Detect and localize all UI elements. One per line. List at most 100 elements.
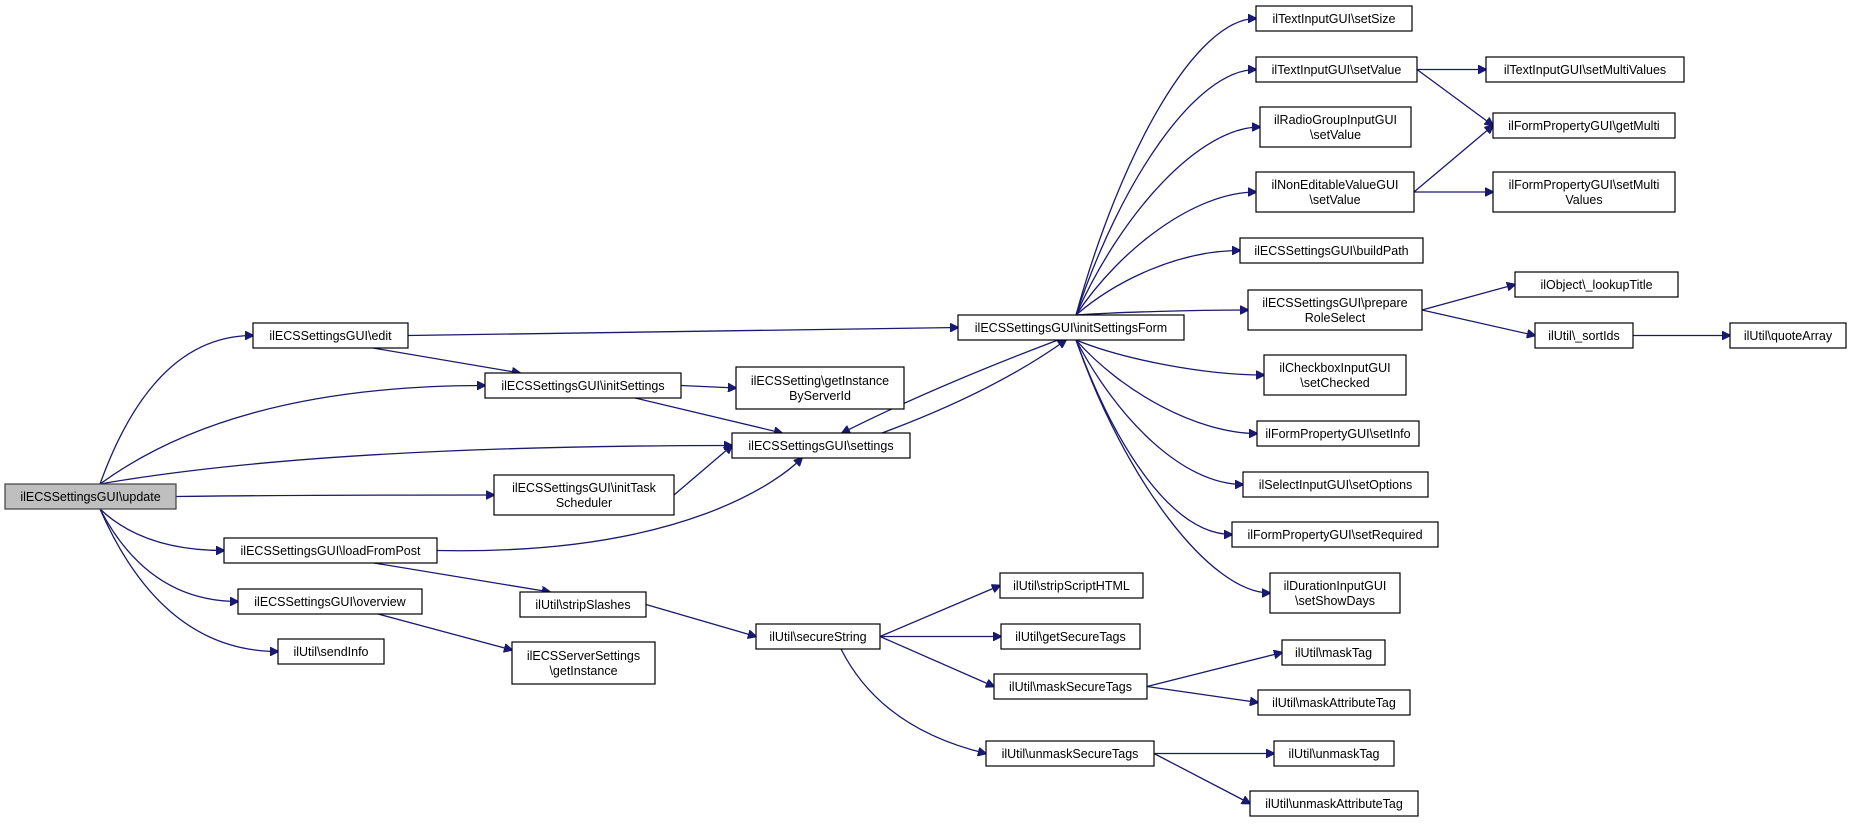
node-box xyxy=(519,591,647,618)
node-box xyxy=(1485,56,1685,83)
edge-update-to-init-task-scheduler xyxy=(175,495,494,497)
node-settings[interactable]: ilECSSettingsGUI\settings xyxy=(731,432,911,459)
node-label: Scheduler xyxy=(556,496,612,510)
node-load-from-post[interactable]: ilECSSettingsGUI\loadFromPost xyxy=(223,537,438,564)
node-unmask-attribute-tag[interactable]: ilUtil\unmaskAttributeTag xyxy=(1249,790,1419,817)
node-box xyxy=(1257,689,1411,716)
edge-init-settings-form-to-set-options xyxy=(1075,339,1243,485)
edge-init-settings-form-to-checkbox-set-checked xyxy=(1075,339,1264,375)
node-box xyxy=(493,474,675,516)
node-radio-set-value[interactable]: ilRadioGroupInputGUI\setValue xyxy=(1259,106,1412,148)
edge-mask-secure-tags-to-mask-tag xyxy=(1146,653,1282,688)
node-box xyxy=(1256,420,1420,447)
node-set-options[interactable]: ilSelectInputGUI\setOptions xyxy=(1242,471,1429,498)
node-label: ilTextInputGUI\setMultiValues xyxy=(1504,63,1666,77)
node-label: ilUtil\_sortIds xyxy=(1548,329,1620,343)
node-label: ilObject\_lookupTitle xyxy=(1540,278,1652,292)
node-strip-slashes[interactable]: ilUtil\stripSlashes xyxy=(519,591,647,618)
node-box xyxy=(1239,237,1424,264)
edge-edit-to-init-settings xyxy=(372,347,520,373)
node-box xyxy=(735,366,905,410)
node-init-settings-form[interactable]: ilECSSettingsGUI\initSettingsForm xyxy=(957,314,1185,341)
node-unmask-tag[interactable]: ilUtil\unmaskTag xyxy=(1273,740,1395,767)
node-overview[interactable]: ilECSSettingsGUI\overview xyxy=(237,588,423,615)
node-label: ilUtil\stripSlashes xyxy=(535,598,630,612)
edge-secure-string-to-strip-script-html xyxy=(879,586,1000,638)
node-sort-ids[interactable]: ilUtil\_sortIds xyxy=(1534,322,1634,349)
node-label: ilUtil\maskTag xyxy=(1295,646,1372,660)
node-box xyxy=(1255,171,1415,213)
node-label: ilECSSettingsGUI\initTask xyxy=(512,481,657,495)
node-duration-set-show-days[interactable]: ilDurationInputGUI\setShowDays xyxy=(1269,572,1401,614)
edge-init-settings-form-to-settings xyxy=(842,339,1059,433)
node-label: ilUtil\maskAttributeTag xyxy=(1272,696,1396,710)
node-lookup-title[interactable]: ilObject\_lookupTitle xyxy=(1514,271,1679,298)
edge-init-task-scheduler-to-settings xyxy=(673,446,732,496)
node-text-set-size[interactable]: ilTextInputGUI\setSize xyxy=(1255,5,1413,32)
nodes-layer: ilECSSettingsGUI\update ilECSSettingsGUI\… xyxy=(4,5,1847,817)
node-build-path[interactable]: ilECSSettingsGUI\buildPath xyxy=(1239,237,1424,264)
node-label: ilECSSetting\getInstance xyxy=(751,374,889,388)
node-box xyxy=(957,314,1185,341)
node-checkbox-set-checked[interactable]: ilCheckboxInputGUI\setChecked xyxy=(1263,354,1407,396)
node-mask-secure-tags[interactable]: ilUtil\maskSecureTags xyxy=(993,673,1148,700)
node-box xyxy=(277,638,385,665)
node-get-secure-tags[interactable]: ilUtil\getSecureTags xyxy=(1000,623,1141,650)
node-label: ilUtil\unmaskSecureTags xyxy=(1002,747,1139,761)
node-label: \getInstance xyxy=(549,664,617,678)
node-box xyxy=(1534,322,1634,349)
node-label: ilCheckboxInputGUI xyxy=(1279,361,1390,375)
node-box xyxy=(4,483,177,510)
node-set-required[interactable]: ilFormPropertyGUI\setRequired xyxy=(1231,521,1439,548)
node-set-info[interactable]: ilFormPropertyGUI\setInfo xyxy=(1256,420,1420,447)
edge-update-to-init-settings xyxy=(99,386,485,485)
node-set-multi-values[interactable]: ilTextInputGUI\setMultiValues xyxy=(1485,56,1685,83)
node-init-settings[interactable]: ilECSSettingsGUI\initSettings xyxy=(484,372,682,399)
node-text-set-value[interactable]: ilTextInputGUI\setValue xyxy=(1255,56,1418,83)
node-set-multi[interactable]: ilFormPropertyGUI\setMultiValues xyxy=(1492,171,1676,213)
node-label: Values xyxy=(1565,193,1602,207)
node-send-info[interactable]: ilUtil\sendInfo xyxy=(277,638,385,665)
node-box xyxy=(1249,790,1419,817)
edge-prepare-role-select-to-sort-ids xyxy=(1421,309,1535,336)
node-label: ilUtil\sendInfo xyxy=(293,645,368,659)
node-ecs-server-get-instance[interactable]: ilECSServerSettings\getInstance xyxy=(511,641,656,685)
node-mask-attribute-tag[interactable]: ilUtil\maskAttributeTag xyxy=(1257,689,1411,716)
node-mask-tag[interactable]: ilUtil\maskTag xyxy=(1281,639,1386,666)
edge-secure-string-to-mask-secure-tags xyxy=(879,635,994,687)
edge-overview-to-ecs-server-get-instance xyxy=(377,613,512,650)
edge-secure-string-to-unmask-secure-tags xyxy=(840,648,986,754)
edge-init-settings-form-to-text-set-size xyxy=(1075,19,1256,316)
node-box xyxy=(1255,5,1413,32)
node-box xyxy=(985,740,1155,767)
node-label: ilECSSettingsGUI\loadFromPost xyxy=(241,544,421,558)
node-box xyxy=(1281,639,1386,666)
node-label: ilFormPropertyGUI\setRequired xyxy=(1247,528,1422,542)
edge-init-settings-form-to-text-set-value xyxy=(1075,70,1256,316)
node-box xyxy=(755,623,881,650)
node-secure-string[interactable]: ilUtil\secureString xyxy=(755,623,881,650)
node-label: ilECSSettingsGUI\edit xyxy=(269,329,392,343)
node-edit[interactable]: ilECSSettingsGUI\edit xyxy=(252,322,409,349)
node-label: ilUtil\stripScriptHTML xyxy=(1013,579,1130,593)
edge-init-settings-form-to-build-path xyxy=(1075,251,1240,316)
node-label: \setShowDays xyxy=(1295,594,1375,608)
node-label: \setValue xyxy=(1310,128,1361,142)
node-quote-array[interactable]: ilUtil\quoteArray xyxy=(1729,322,1847,349)
node-box xyxy=(1729,322,1847,349)
edge-init-settings-form-to-non-edit-set-value xyxy=(1075,192,1256,316)
edge-load-from-post-to-settings xyxy=(436,458,802,552)
node-non-edit-set-value[interactable]: ilNonEditableValueGUI\setValue xyxy=(1255,171,1415,213)
node-box xyxy=(731,432,911,459)
node-box xyxy=(1231,521,1439,548)
node-label: ilECSServerSettings xyxy=(527,649,640,663)
node-strip-script-html[interactable]: ilUtil\stripScriptHTML xyxy=(999,572,1144,599)
node-update[interactable]: ilECSSettingsGUI\update xyxy=(4,483,177,510)
node-box xyxy=(511,641,656,685)
node-get-multi[interactable]: ilFormPropertyGUI\getMulti xyxy=(1492,112,1676,139)
node-box xyxy=(1514,271,1679,298)
node-unmask-secure-tags[interactable]: ilUtil\unmaskSecureTags xyxy=(985,740,1155,767)
